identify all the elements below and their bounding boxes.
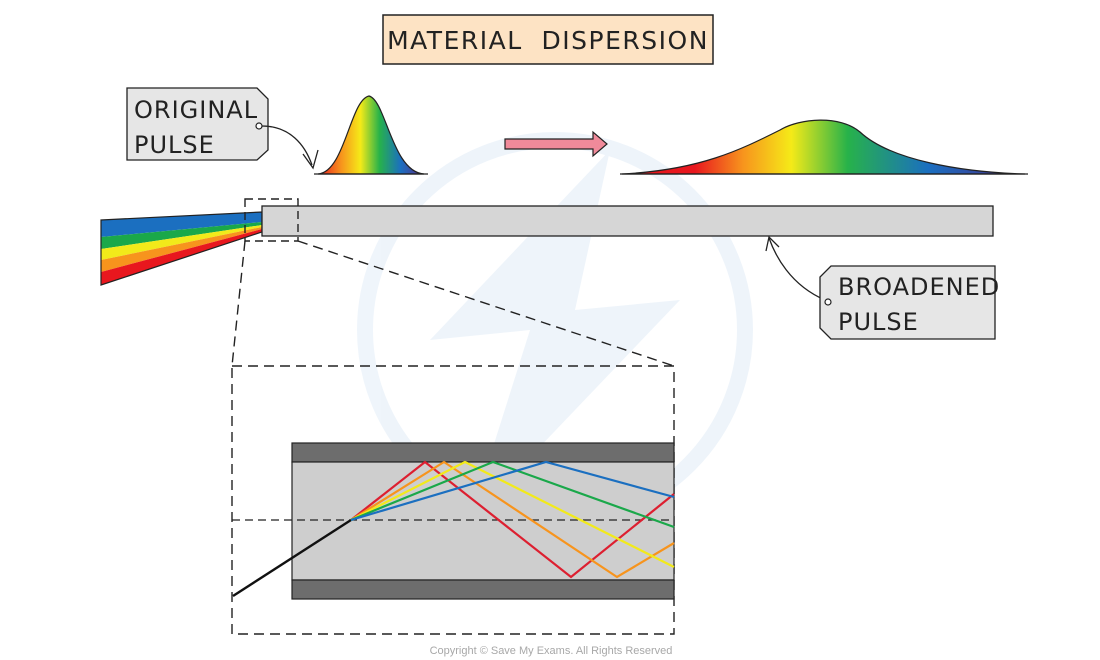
original-pulse-line2: PULSE: [134, 131, 215, 159]
right-arrow-icon: [504, 130, 608, 158]
magnified-fibre: [232, 442, 675, 600]
original-pulse-tag: ORIGINAL PULSE: [126, 87, 319, 170]
broadened-pulse-line2: PULSE: [838, 308, 919, 336]
original-pulse-shape: [314, 95, 428, 175]
tag-hole: [824, 298, 832, 306]
tag-hole: [255, 122, 263, 130]
light-fan: [100, 211, 263, 286]
broadened-pulse-line1: BROADENED: [838, 273, 1000, 301]
ray-yellow: [350, 460, 675, 568]
pointer-arrowhead: [302, 149, 319, 170]
pointer-curve: [261, 125, 313, 166]
title-box: MATERIAL DISPERSION: [382, 14, 714, 65]
pointer-arrowhead: [765, 235, 780, 252]
optical-fibre: [261, 205, 994, 237]
ray-green: [350, 460, 675, 529]
pointer-curve: [768, 237, 826, 301]
incident-ray: [232, 518, 352, 598]
broadened-pulse-shape: [620, 119, 1028, 175]
dispersed-rays: [232, 460, 675, 598]
ray-red: [350, 460, 675, 579]
copyright-notice: Copyright © Save My Exams. All Rights Re…: [430, 645, 673, 657]
diagram-title: MATERIAL DISPERSION: [387, 26, 709, 55]
zoom-projection-lines: [231, 240, 675, 367]
ray-blue: [350, 460, 675, 522]
zoom-region-box: [244, 198, 299, 242]
original-pulse-line1: ORIGINAL: [134, 96, 258, 124]
cladding-top: [291, 442, 675, 463]
ray-orange: [350, 460, 675, 579]
cladding-bottom: [291, 579, 675, 600]
broadened-pulse-tag: BROADENED PULSE: [765, 235, 1000, 340]
